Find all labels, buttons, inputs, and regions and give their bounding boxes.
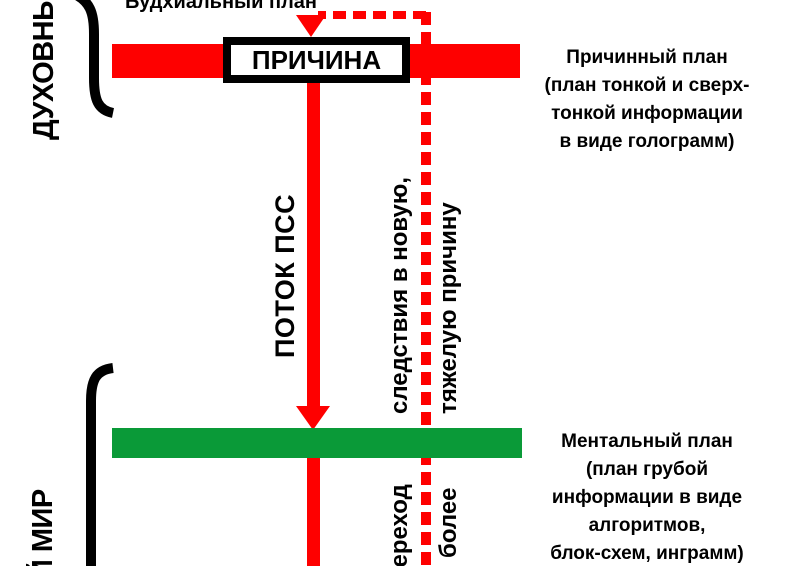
cause-box: ПРИЧИНА bbox=[223, 37, 410, 83]
feedback-label-below-right: более bbox=[435, 487, 462, 558]
causal-plane-description-line: в виде голограмм) bbox=[559, 131, 735, 152]
pss-flow-line-lower bbox=[307, 458, 320, 566]
physical-world-label: Й МИР bbox=[27, 489, 59, 566]
mental-plane-description: Ментальный план (план грубой информации … bbox=[512, 428, 782, 566]
feedback-label-above-left: следствия в новую, bbox=[386, 176, 413, 414]
feedback-dashed-line-vertical bbox=[421, 12, 431, 566]
feedback-dashed-line-horizontal bbox=[318, 11, 426, 19]
causal-plane-description: Причинный план (план тонкой и сверх- тон… bbox=[512, 44, 782, 156]
spiritual-world-label: ДУХОВНЫЙ bbox=[28, 0, 60, 140]
causal-plane-description-line: тонкой информации bbox=[551, 103, 743, 124]
mental-plane-description-line: (план грубой bbox=[585, 459, 709, 480]
mental-plane-description-line: информации в виде bbox=[551, 487, 743, 508]
feedback-label-below-left: переход bbox=[386, 484, 413, 566]
mental-plane-bar bbox=[112, 428, 522, 458]
feedback-label-above-right: тяжелую причину bbox=[435, 202, 462, 414]
curly-brace-bottom bbox=[86, 363, 114, 566]
mental-plane-description-line: блок-схем, инграмм) bbox=[550, 543, 744, 564]
causal-plane-description-line: Причинный план bbox=[566, 47, 728, 68]
buddhial-plane-label: Будхиальный план bbox=[125, 0, 317, 13]
mental-plane-description-line: алгоритмов, bbox=[588, 515, 706, 536]
feedback-arrowhead-icon bbox=[296, 15, 326, 37]
pss-flow-line-upper bbox=[307, 80, 320, 406]
cause-box-label: ПРИЧИНА bbox=[251, 44, 382, 75]
pss-flow-arrowhead-icon bbox=[296, 406, 330, 430]
causal-plane-description-line: (план тонкой и сверх- bbox=[544, 75, 750, 96]
curly-brace-top bbox=[75, 0, 115, 118]
mental-plane-description-line: Ментальный план bbox=[561, 431, 733, 452]
pss-flow-label: ПОТОК ПСС bbox=[270, 193, 300, 358]
